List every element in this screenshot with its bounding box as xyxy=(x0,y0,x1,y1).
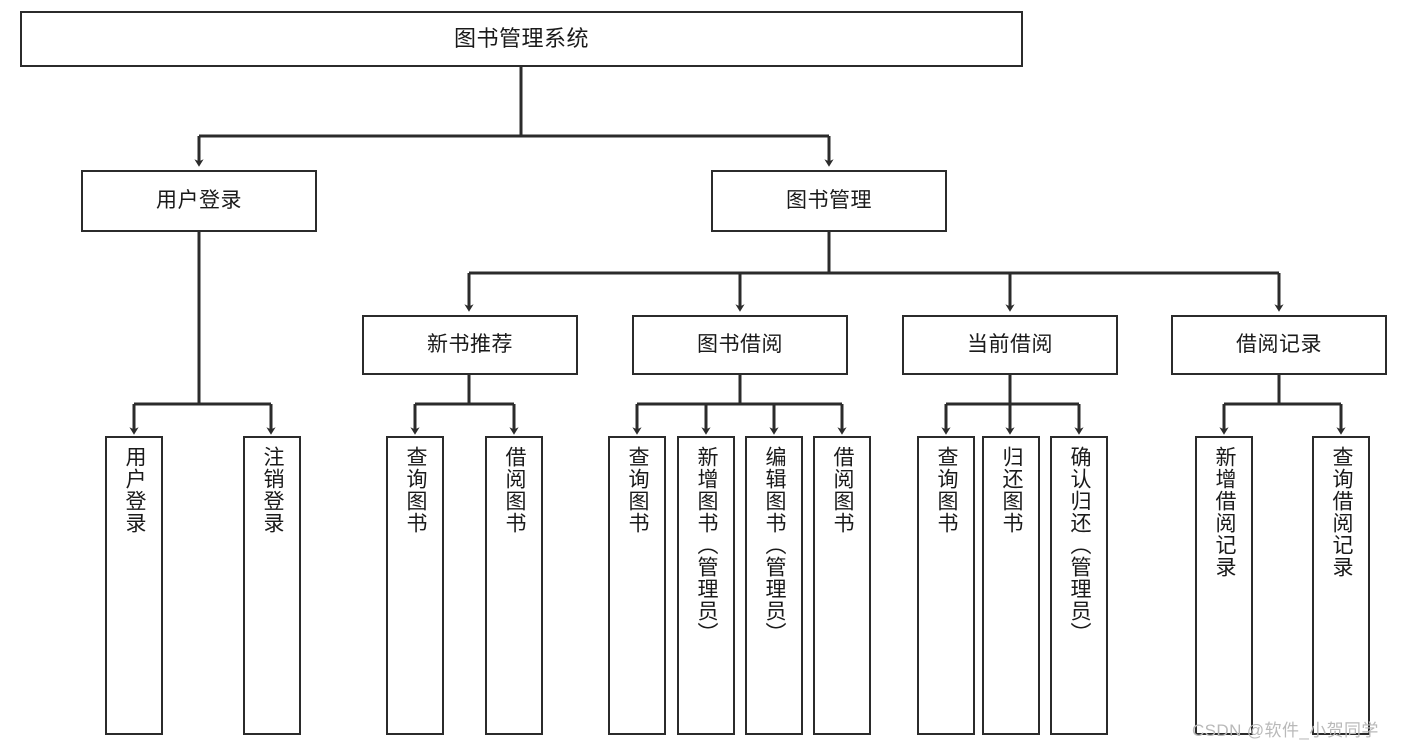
leaf-book-borrow-add[interactable]: 新增图书（管理员） xyxy=(677,436,735,735)
leaf-user-login-signout-label: 注销登录 xyxy=(261,446,285,534)
leaf-user-login-signin[interactable]: 用户登录 xyxy=(105,436,163,735)
node-current-borrow-label: 当前借阅 xyxy=(967,332,1053,356)
leaf-current-borrow-return-label: 归还图书 xyxy=(1000,446,1024,534)
node-root-system[interactable]: 图书管理系统 xyxy=(20,11,1023,67)
leaf-current-borrow-confirm-return[interactable]: 确认归还（管理员） xyxy=(1050,436,1108,735)
node-book-management-label: 图书管理 xyxy=(786,188,872,212)
node-new-book-recommend[interactable]: 新书推荐 xyxy=(362,315,578,375)
node-book-management[interactable]: 图书管理 xyxy=(711,170,947,232)
leaf-book-borrow-query-label: 查询图书 xyxy=(626,446,650,534)
node-book-borrow-label: 图书借阅 xyxy=(697,332,783,356)
leaf-book-borrow-edit[interactable]: 编辑图书（管理员） xyxy=(745,436,803,735)
node-root-system-label: 图书管理系统 xyxy=(453,26,589,52)
leaf-current-borrow-query-label: 查询图书 xyxy=(935,446,959,534)
leaf-new-book-query-label: 查询图书 xyxy=(404,446,428,534)
leaf-borrow-record-query-label: 查询借阅记录 xyxy=(1330,446,1354,578)
node-borrow-record-label: 借阅记录 xyxy=(1236,332,1322,356)
leaf-book-borrow-add-label: 新增图书（管理员） xyxy=(695,446,719,644)
node-current-borrow[interactable]: 当前借阅 xyxy=(902,315,1118,375)
node-user-login-label: 用户登录 xyxy=(156,188,242,212)
leaf-book-borrow-borrow-label: 借阅图书 xyxy=(831,446,855,534)
leaf-borrow-record-query[interactable]: 查询借阅记录 xyxy=(1312,436,1370,735)
leaf-book-borrow-query[interactable]: 查询图书 xyxy=(608,436,666,735)
leaf-user-login-signout[interactable]: 注销登录 xyxy=(243,436,301,735)
csdn-watermark: CSDN @软件_小贺同学 xyxy=(1192,721,1379,740)
node-new-book-recommend-label: 新书推荐 xyxy=(427,332,513,356)
leaf-current-borrow-confirm-return-label: 确认归还（管理员） xyxy=(1068,446,1092,644)
leaf-current-borrow-query[interactable]: 查询图书 xyxy=(917,436,975,735)
node-borrow-record[interactable]: 借阅记录 xyxy=(1171,315,1387,375)
leaf-current-borrow-return[interactable]: 归还图书 xyxy=(982,436,1040,735)
leaf-new-book-query[interactable]: 查询图书 xyxy=(386,436,444,735)
leaf-user-login-signin-label: 用户登录 xyxy=(123,446,147,534)
leaf-new-book-borrow-label: 借阅图书 xyxy=(503,446,527,534)
leaf-book-borrow-borrow[interactable]: 借阅图书 xyxy=(813,436,871,735)
leaf-borrow-record-add-label: 新增借阅记录 xyxy=(1213,446,1237,578)
leaf-new-book-borrow[interactable]: 借阅图书 xyxy=(485,436,543,735)
node-book-borrow[interactable]: 图书借阅 xyxy=(632,315,848,375)
leaf-borrow-record-add[interactable]: 新增借阅记录 xyxy=(1195,436,1253,735)
node-user-login[interactable]: 用户登录 xyxy=(81,170,317,232)
leaf-book-borrow-edit-label: 编辑图书（管理员） xyxy=(763,446,787,644)
